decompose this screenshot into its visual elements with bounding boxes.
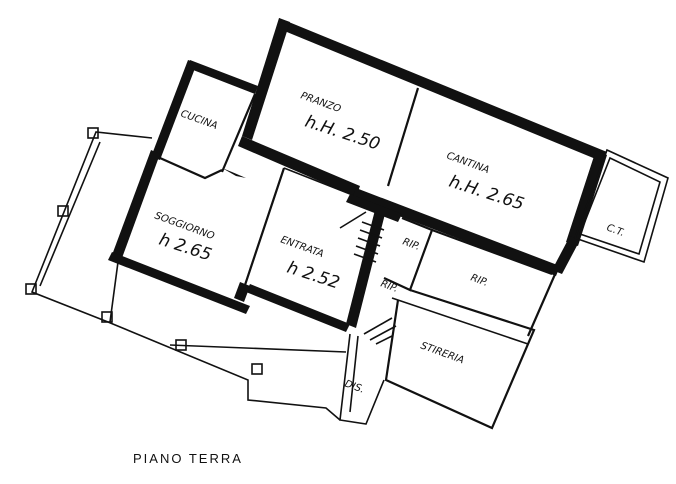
wall-soggiorno-entrata — [242, 167, 286, 289]
label-entrata: ENTRATA — [279, 234, 325, 260]
wall-cucina-north — [188, 60, 258, 94]
label-stireria: STIRERIA — [419, 340, 466, 366]
label-entrata-height: h 2.52 — [284, 258, 342, 294]
pier-1 — [87, 127, 99, 139]
pier-marks — [25, 127, 263, 375]
wall-rip-divider — [431, 228, 553, 276]
terrace-inner — [39, 141, 101, 287]
thick-walls — [108, 18, 607, 332]
label-rip-1: RIP. — [401, 236, 421, 252]
wall-cucina-south — [159, 156, 223, 180]
portico-inner — [109, 261, 119, 323]
label-cucina: CUCINA — [179, 108, 219, 132]
wall-cantina-east — [566, 150, 607, 246]
label-dis: DIS. — [343, 378, 366, 395]
wall-ct-annex — [573, 148, 669, 264]
wall-stair-north — [346, 194, 402, 222]
wall-rip-block — [383, 216, 434, 292]
label-pranzo: PRANZO — [299, 90, 342, 115]
wall-stireria — [384, 288, 536, 430]
wall-entrata-west-stub — [234, 282, 250, 302]
label-cantina-height: h.H. 2.65 — [446, 172, 526, 215]
wall-rip-east — [526, 271, 558, 337]
label-ct: C.T. — [605, 222, 626, 239]
terrace-outline — [30, 131, 153, 323]
staircase-lower — [363, 317, 397, 345]
wall-top-north — [279, 18, 607, 162]
pier-2 — [57, 205, 69, 217]
wall-cucina-east — [220, 93, 257, 173]
staircase-upper — [339, 211, 385, 263]
wall-entrata-south — [246, 284, 350, 332]
label-rip-3: RIP. — [469, 272, 489, 288]
wall-dis — [339, 333, 385, 425]
wall-entrata-north — [283, 167, 351, 195]
wall-soggiorno-south — [108, 252, 250, 314]
wall-soggiorno-east — [222, 168, 246, 178]
wall-pranzo-south — [238, 136, 360, 197]
pier-3 — [25, 283, 37, 295]
wall-pranzo-west — [242, 18, 290, 140]
wall-cantina-east-low — [552, 236, 580, 274]
portico-beam — [169, 344, 347, 353]
wall-pranzo-cantina — [386, 87, 420, 187]
wall-soggiorno-west — [112, 150, 160, 258]
wall-cucina-west — [151, 60, 197, 160]
wall-stireria-inner — [391, 297, 529, 345]
pier-5 — [175, 339, 187, 351]
thin-walls — [25, 93, 669, 430]
wall-ct-inner — [578, 156, 661, 256]
label-rip-2: RIP. — [379, 278, 399, 294]
pier-6 — [251, 363, 263, 375]
wall-dis-inner — [349, 335, 359, 413]
floor-title: PIANO TERRA — [133, 451, 243, 466]
portico-front — [107, 321, 341, 421]
label-pranzo-height: h.H. 2.50 — [302, 112, 382, 155]
pier-4 — [101, 311, 113, 323]
wall-cantina-south — [352, 188, 560, 276]
